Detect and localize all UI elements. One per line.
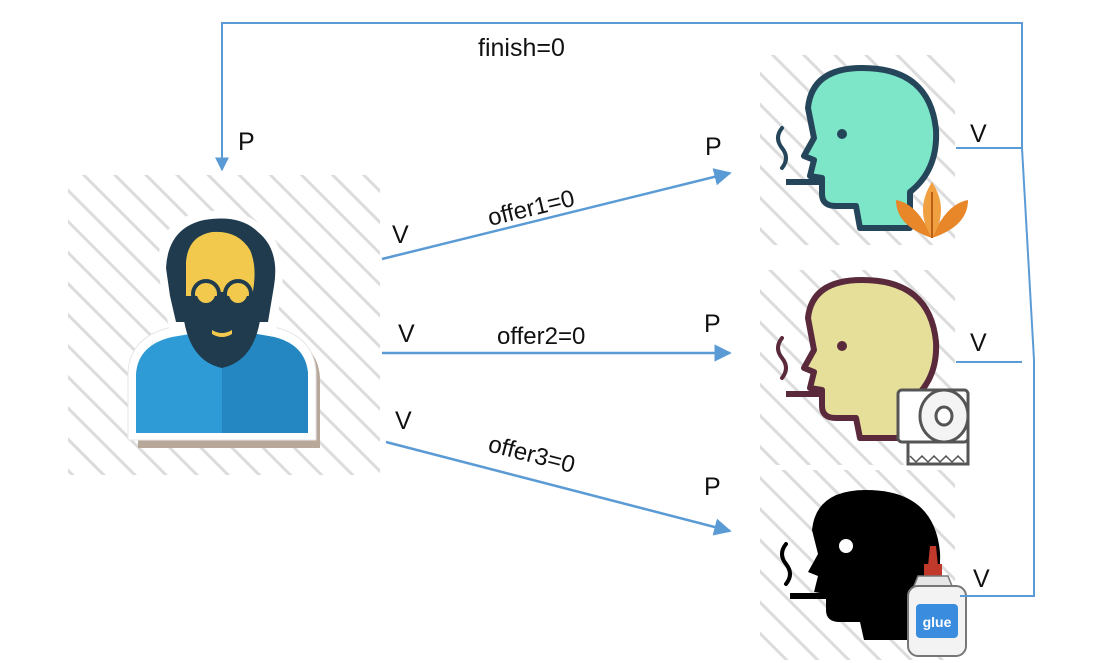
offer1-p-label: P <box>705 133 722 161</box>
smoker-head-tobacco-icon <box>776 65 940 231</box>
glue-bottle-icon: glue <box>907 546 967 657</box>
offer2-label: offer2=0 <box>497 323 585 350</box>
bearded-man-agent-icon <box>127 210 320 448</box>
paper-roll-icon <box>896 388 970 466</box>
offer1-arrow <box>381 168 732 261</box>
smoker1-v-label: V <box>970 120 987 148</box>
offer3-p-label: P <box>704 473 721 501</box>
offer3-v-label: V <box>395 407 412 435</box>
glue-label-text: glue <box>923 614 952 630</box>
offer3-arrow <box>385 440 732 536</box>
offer1-label: offer1=0 <box>485 185 577 232</box>
finish-loop-connector <box>215 22 1035 597</box>
offer2-v-label: V <box>398 320 415 348</box>
finish-label: finish=0 <box>478 34 565 62</box>
offer2-p-label: P <box>704 310 721 338</box>
tobacco-leaf-icon <box>896 182 968 238</box>
offer1-v-label: V <box>392 221 409 249</box>
smoker3-v-label: V <box>973 565 990 593</box>
smoker2-v-label: V <box>970 329 987 357</box>
agent-p-label: P <box>238 128 255 156</box>
